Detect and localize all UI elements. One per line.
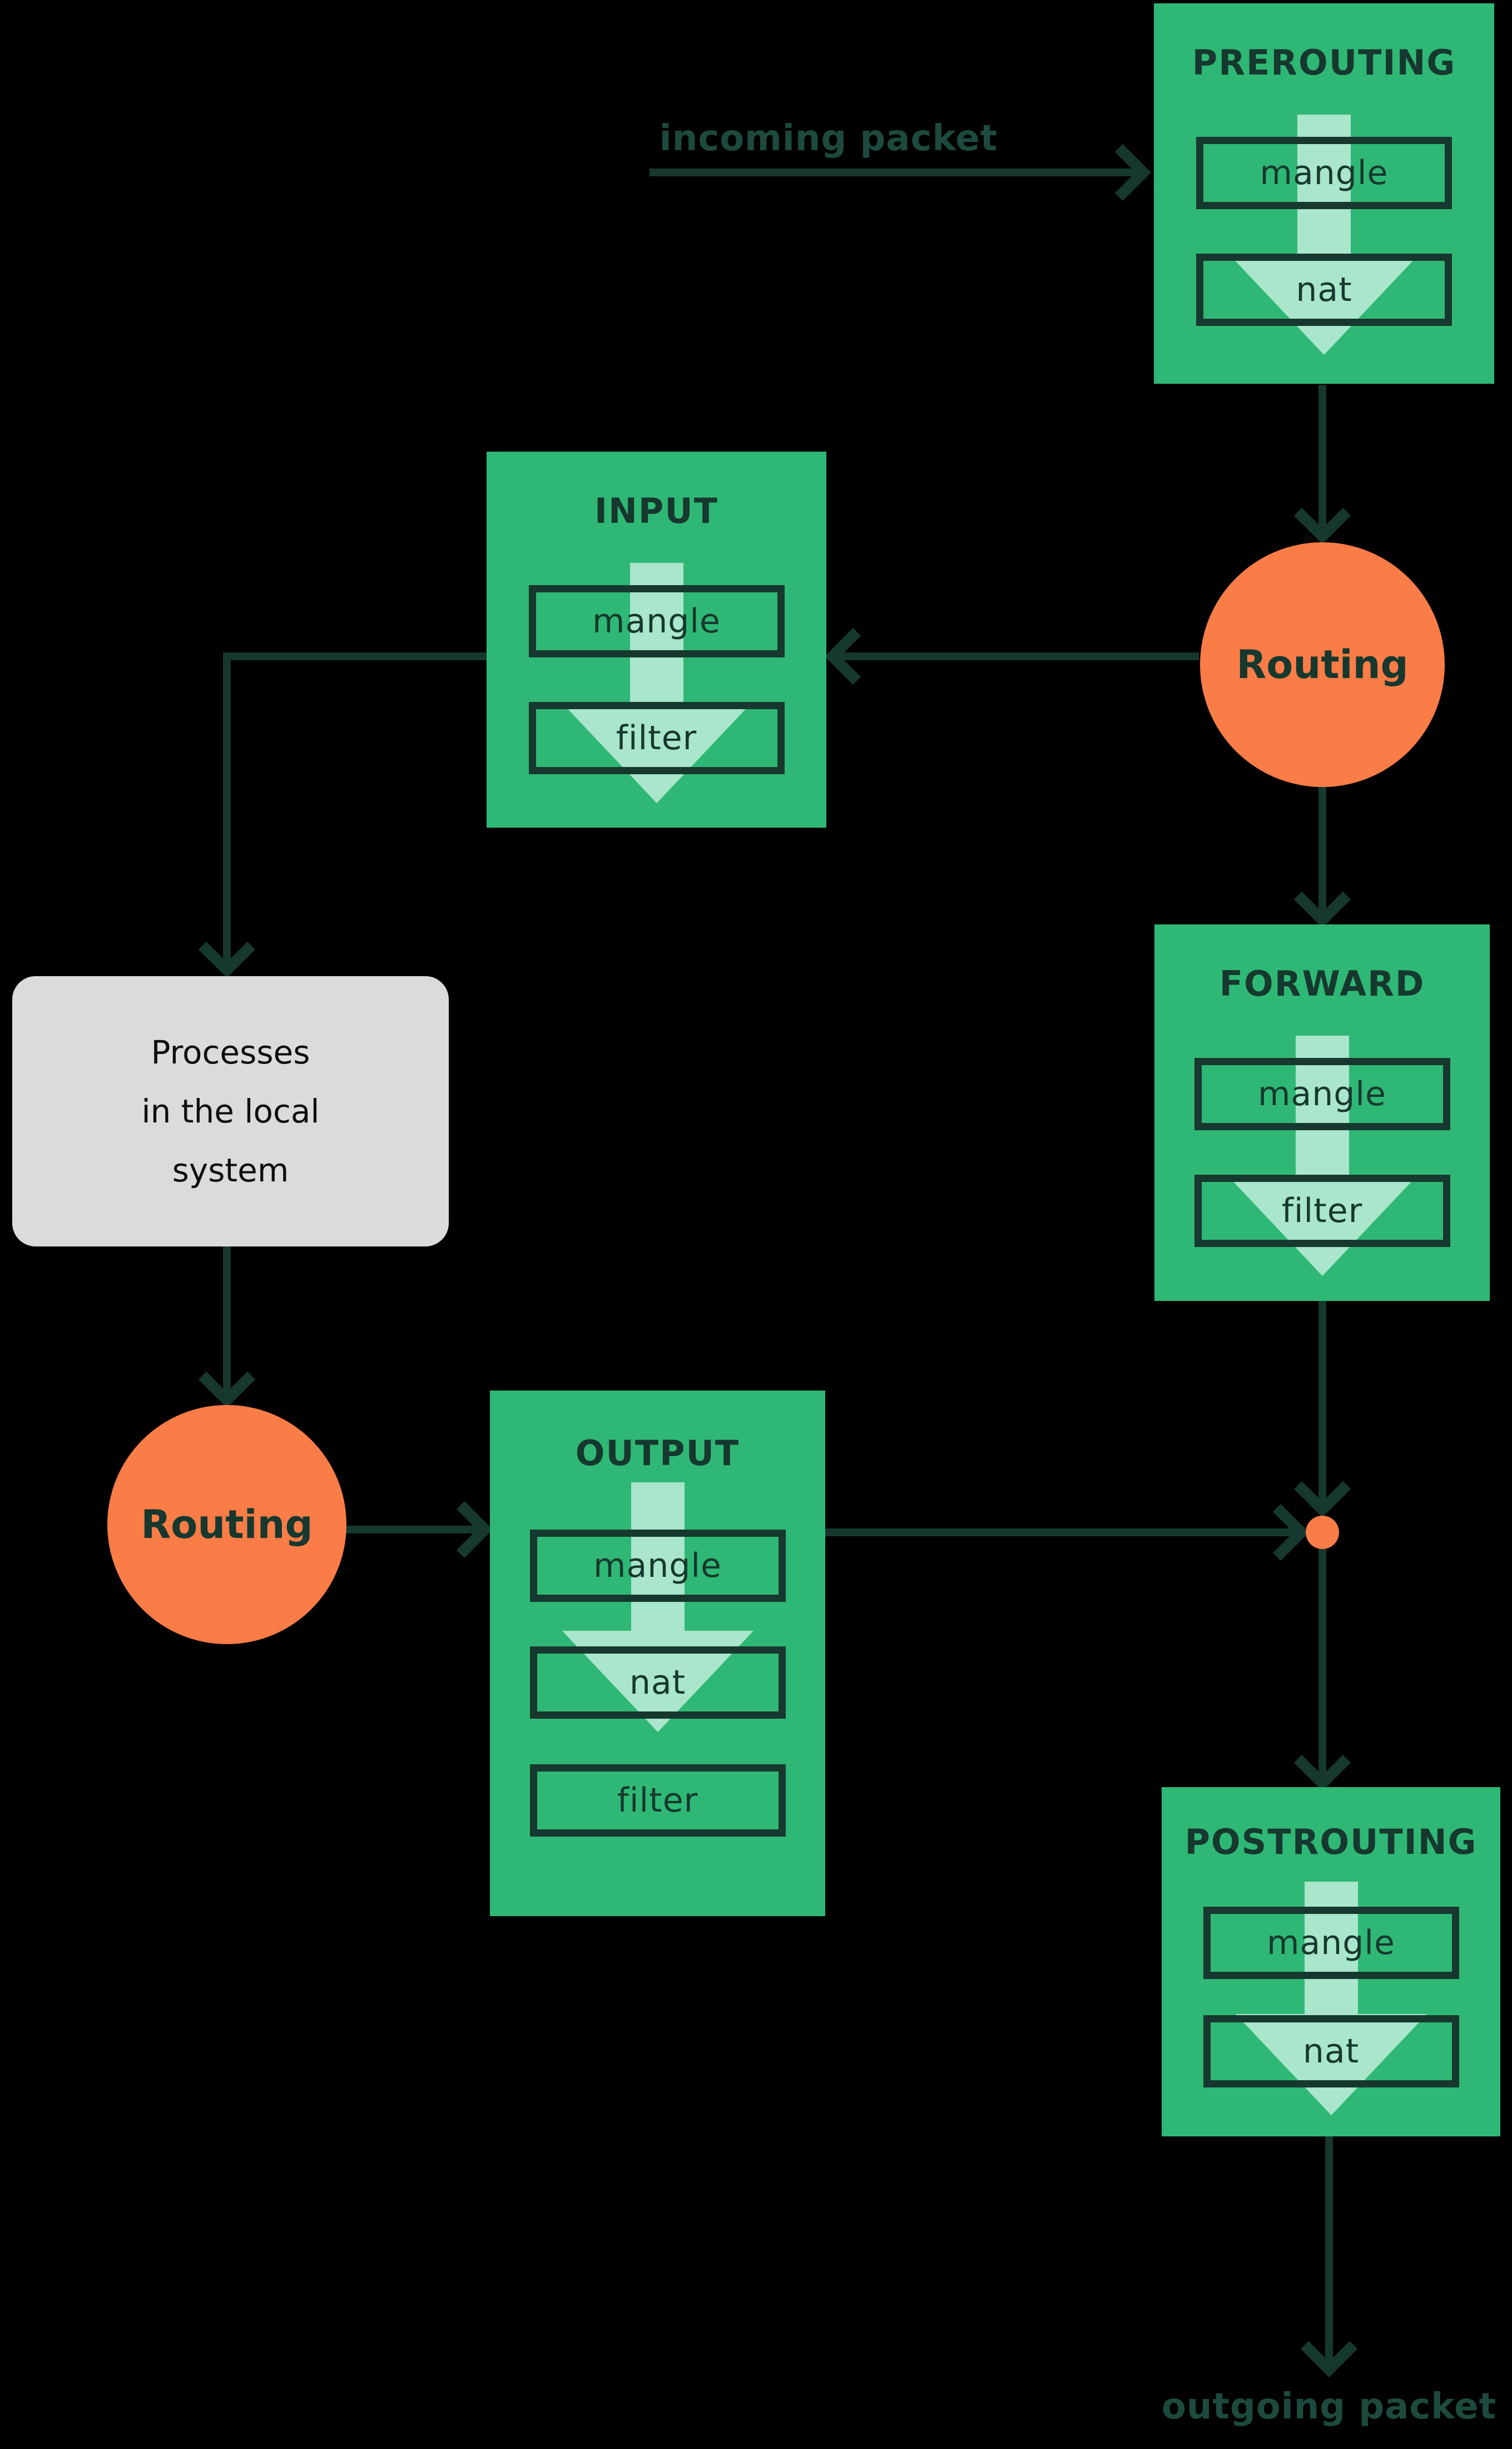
chain-title-postrouting: POSTROUTING — [1184, 1822, 1478, 1862]
chain-prerouting: PREROUTING mangle nat — [1154, 3, 1494, 384]
rule-box-filter: filter — [528, 702, 785, 774]
connector-forward-to-junction — [1293, 1301, 1351, 1518]
local-processes-line: in the local — [141, 1092, 320, 1130]
outgoing-packet-label: outgoing packet — [1161, 2386, 1497, 2427]
rule-box-mangle: mangle — [1203, 1907, 1459, 1979]
rule-box-mangle: mangle — [529, 1530, 786, 1602]
rule-box-mangle: mangle — [528, 585, 785, 657]
connector-routing-to-input — [824, 627, 1199, 685]
routing-node-bottom: Routing — [107, 1405, 346, 1644]
rule-box-filter: filter — [529, 1764, 786, 1837]
chain-title-forward: FORWARD — [1219, 963, 1425, 1004]
chain-title-output: OUTPUT — [575, 1433, 740, 1473]
rule-box-mangle: mangle — [1196, 137, 1452, 209]
chain-title-prerouting: PREROUTING — [1192, 42, 1456, 83]
connector-processes-to-routing — [198, 1246, 256, 1408]
connector-input-to-processes — [198, 652, 487, 978]
connector-incoming-to-prerouting — [650, 144, 1152, 201]
chain-output: OUTPUT mangle nat filter — [490, 1391, 825, 1916]
junction-dot — [1306, 1516, 1339, 1549]
local-processes-box: Processes in the local system — [12, 976, 449, 1246]
connector-prerouting-to-routing — [1293, 385, 1351, 545]
connector-postrouting-to-outgoing — [1300, 2136, 1358, 2378]
rule-box-filter: filter — [1194, 1175, 1450, 1247]
connector-output-to-junction — [825, 1503, 1310, 1561]
routing-node-top: Routing — [1200, 542, 1445, 787]
chain-title-input: INPUT — [594, 491, 719, 531]
rule-box-nat: nat — [1203, 2015, 1459, 2087]
chain-forward: FORWARD mangle filter — [1154, 924, 1490, 1301]
incoming-packet-label: incoming packet — [659, 118, 998, 159]
connector-routing-to-output — [345, 1501, 493, 1559]
chain-input: INPUT mangle filter — [487, 452, 826, 828]
local-processes-line: Processes — [151, 1033, 310, 1071]
local-processes-line: system — [172, 1151, 289, 1189]
rule-box-nat: nat — [1196, 254, 1452, 326]
rule-box-mangle: mangle — [1194, 1058, 1450, 1130]
connector-junction-to-postrouting — [1293, 1549, 1351, 1792]
rule-box-nat: nat — [529, 1646, 786, 1719]
chain-postrouting: POSTROUTING mangle nat — [1162, 1787, 1500, 2136]
connector-routing-to-forward — [1293, 787, 1351, 928]
